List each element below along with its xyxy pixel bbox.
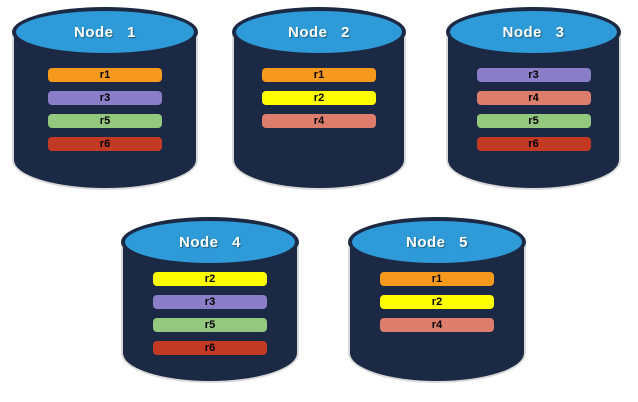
replica-bar: r5	[153, 318, 267, 332]
database-cylinder-icon: Node 4	[121, 217, 299, 267]
cylinder-body	[12, 31, 198, 190]
node-label: Node 1	[73, 23, 136, 41]
replica-bar: r6	[153, 341, 267, 355]
replica-bar: r6	[48, 137, 162, 151]
replica-bar: r1	[380, 272, 494, 286]
replica-bar: r4	[262, 114, 376, 128]
node-label: Node 2	[287, 23, 350, 41]
database-cylinder-icon: Node 1	[12, 7, 198, 57]
cylinder-body	[446, 31, 621, 190]
replica-bar: r4	[476, 91, 591, 105]
replica-bar: r3	[476, 68, 591, 82]
replica-bar: r6	[476, 137, 591, 151]
node-label: Node 4	[178, 233, 241, 251]
replica-list: r1 r3 r5 r6	[12, 68, 198, 151]
replica-list: r2 r3 r5 r6	[121, 272, 299, 355]
replica-list: r1 r2 r4	[232, 68, 406, 128]
replica-list: r1 r2 r4	[348, 272, 526, 332]
database-node: Node 1 r1 r3 r5 r6	[12, 7, 198, 190]
replica-bar: r1	[262, 68, 376, 82]
database-cylinder-icon: Node 3	[446, 7, 621, 57]
replica-bar: r2	[153, 272, 267, 286]
replica-bar: r3	[153, 295, 267, 309]
cylinder-body	[232, 31, 406, 190]
replica-list: r3 r4 r5 r6	[446, 68, 621, 151]
replica-bar: r3	[48, 91, 162, 105]
database-cylinder-icon: Node 5	[348, 217, 526, 267]
replica-bar: r5	[48, 114, 162, 128]
replica-bar: r2	[262, 91, 376, 105]
node-label: Node 5	[405, 233, 468, 251]
database-node: Node 5 r1 r2 r4	[348, 217, 526, 383]
database-cylinder-icon: Node 2	[232, 7, 406, 57]
replica-bar: r5	[476, 114, 591, 128]
node-label: Node 3	[502, 23, 565, 41]
replica-bar: r1	[48, 68, 162, 82]
database-node: Node 4 r2 r3 r5 r6	[121, 217, 299, 383]
replica-bar: r4	[380, 318, 494, 332]
database-node: Node 2 r1 r2 r4	[232, 7, 406, 190]
replica-bar: r2	[380, 295, 494, 309]
database-node: Node 3 r3 r4 r5 r6	[446, 7, 621, 190]
